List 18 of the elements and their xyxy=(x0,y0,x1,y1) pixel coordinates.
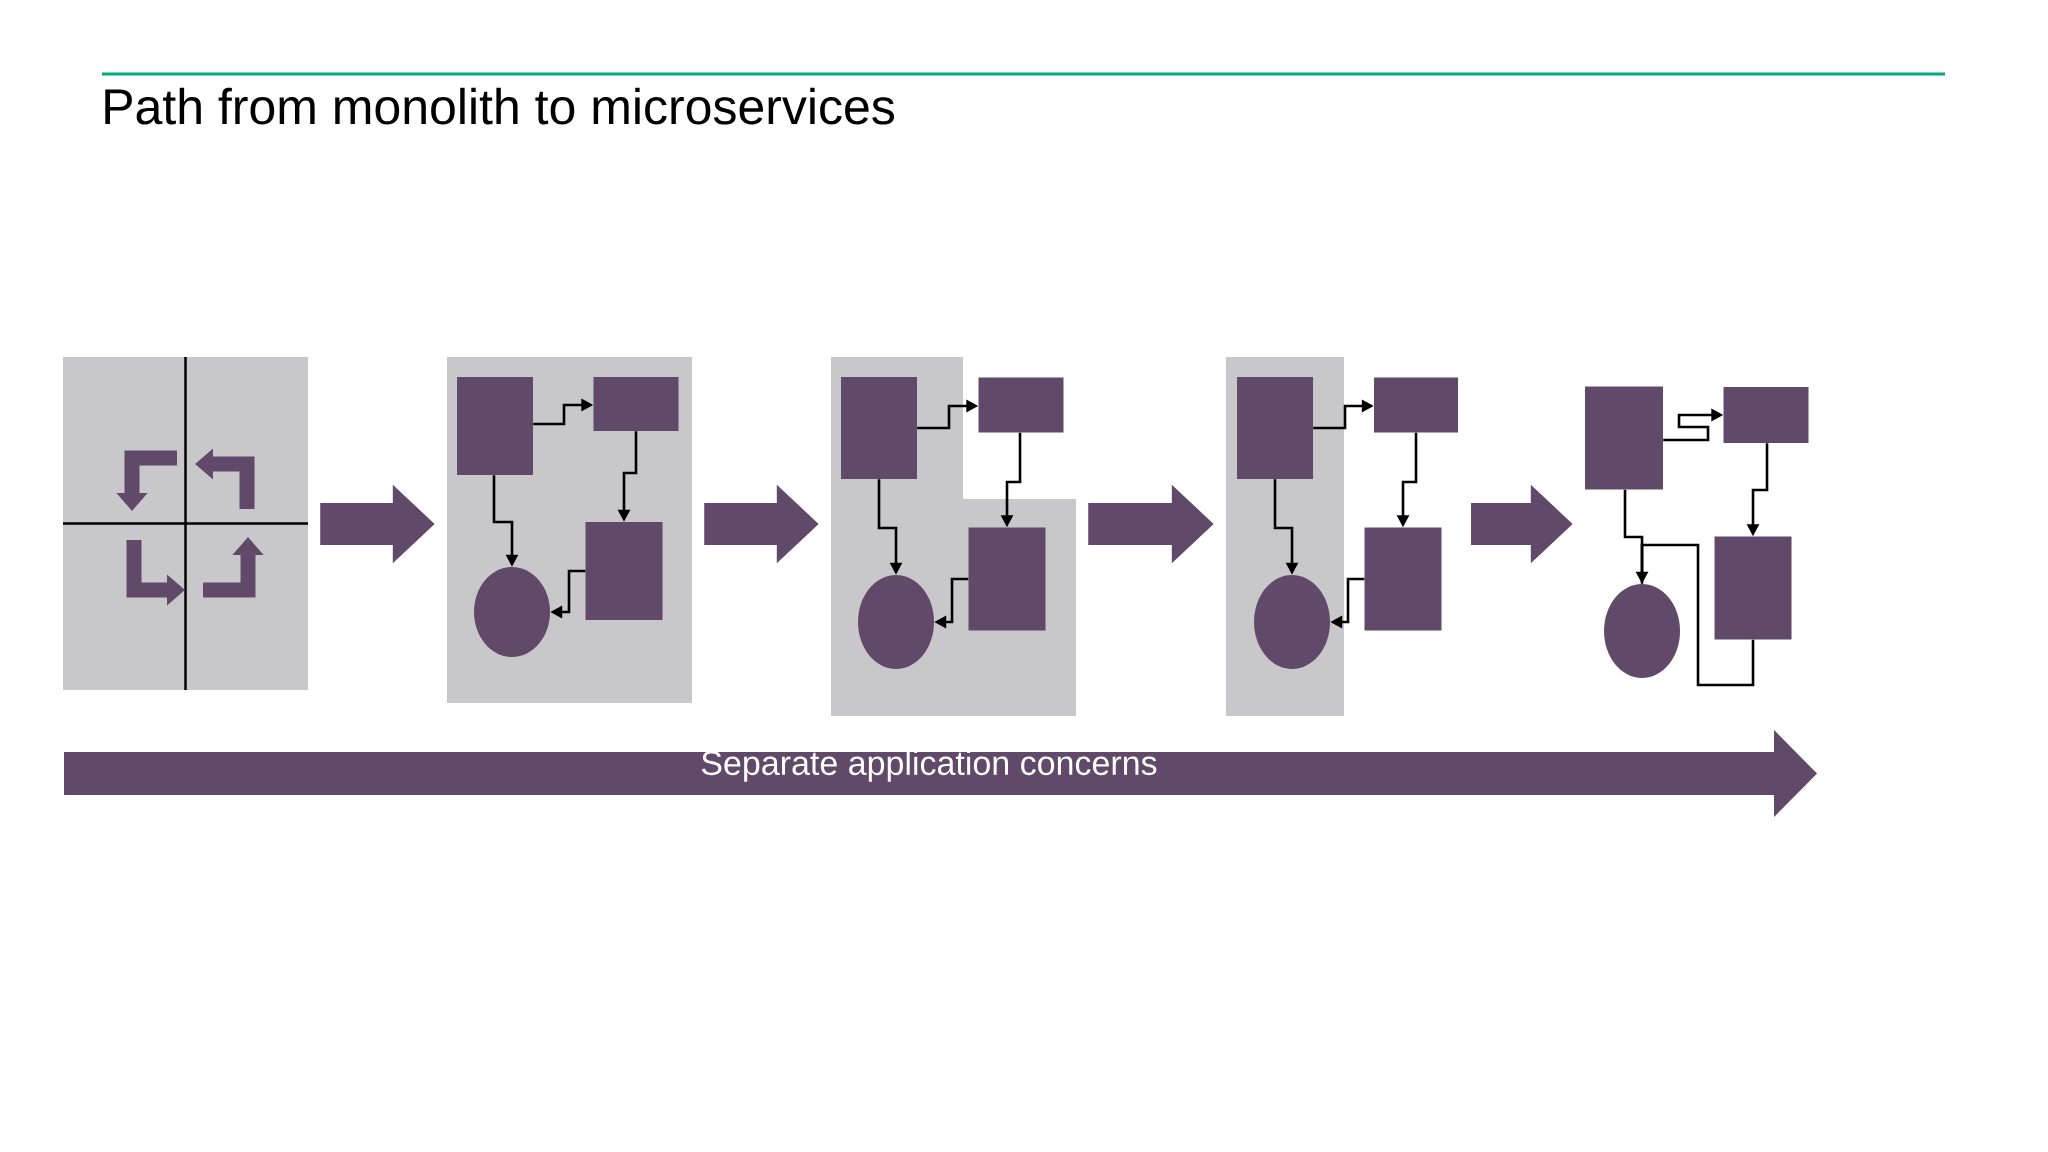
panel-background xyxy=(63,357,308,690)
block-shape xyxy=(1237,377,1313,479)
circle-shape xyxy=(1604,584,1680,678)
block-shape xyxy=(841,377,917,479)
block-shape xyxy=(978,377,1064,433)
block-shape xyxy=(593,377,679,431)
block-shape xyxy=(457,377,533,475)
circle-shape xyxy=(1254,575,1330,669)
block-shape xyxy=(1714,536,1792,640)
title: Path from monolith to microservices xyxy=(105,87,894,125)
block-shape xyxy=(585,522,663,620)
circle-shape xyxy=(474,567,550,657)
circle-shape xyxy=(858,575,934,669)
block-shape xyxy=(968,527,1046,631)
block-shape xyxy=(1364,527,1442,631)
block-shape xyxy=(1723,387,1809,443)
block-shape xyxy=(1585,386,1663,490)
block-shape xyxy=(1374,377,1458,433)
